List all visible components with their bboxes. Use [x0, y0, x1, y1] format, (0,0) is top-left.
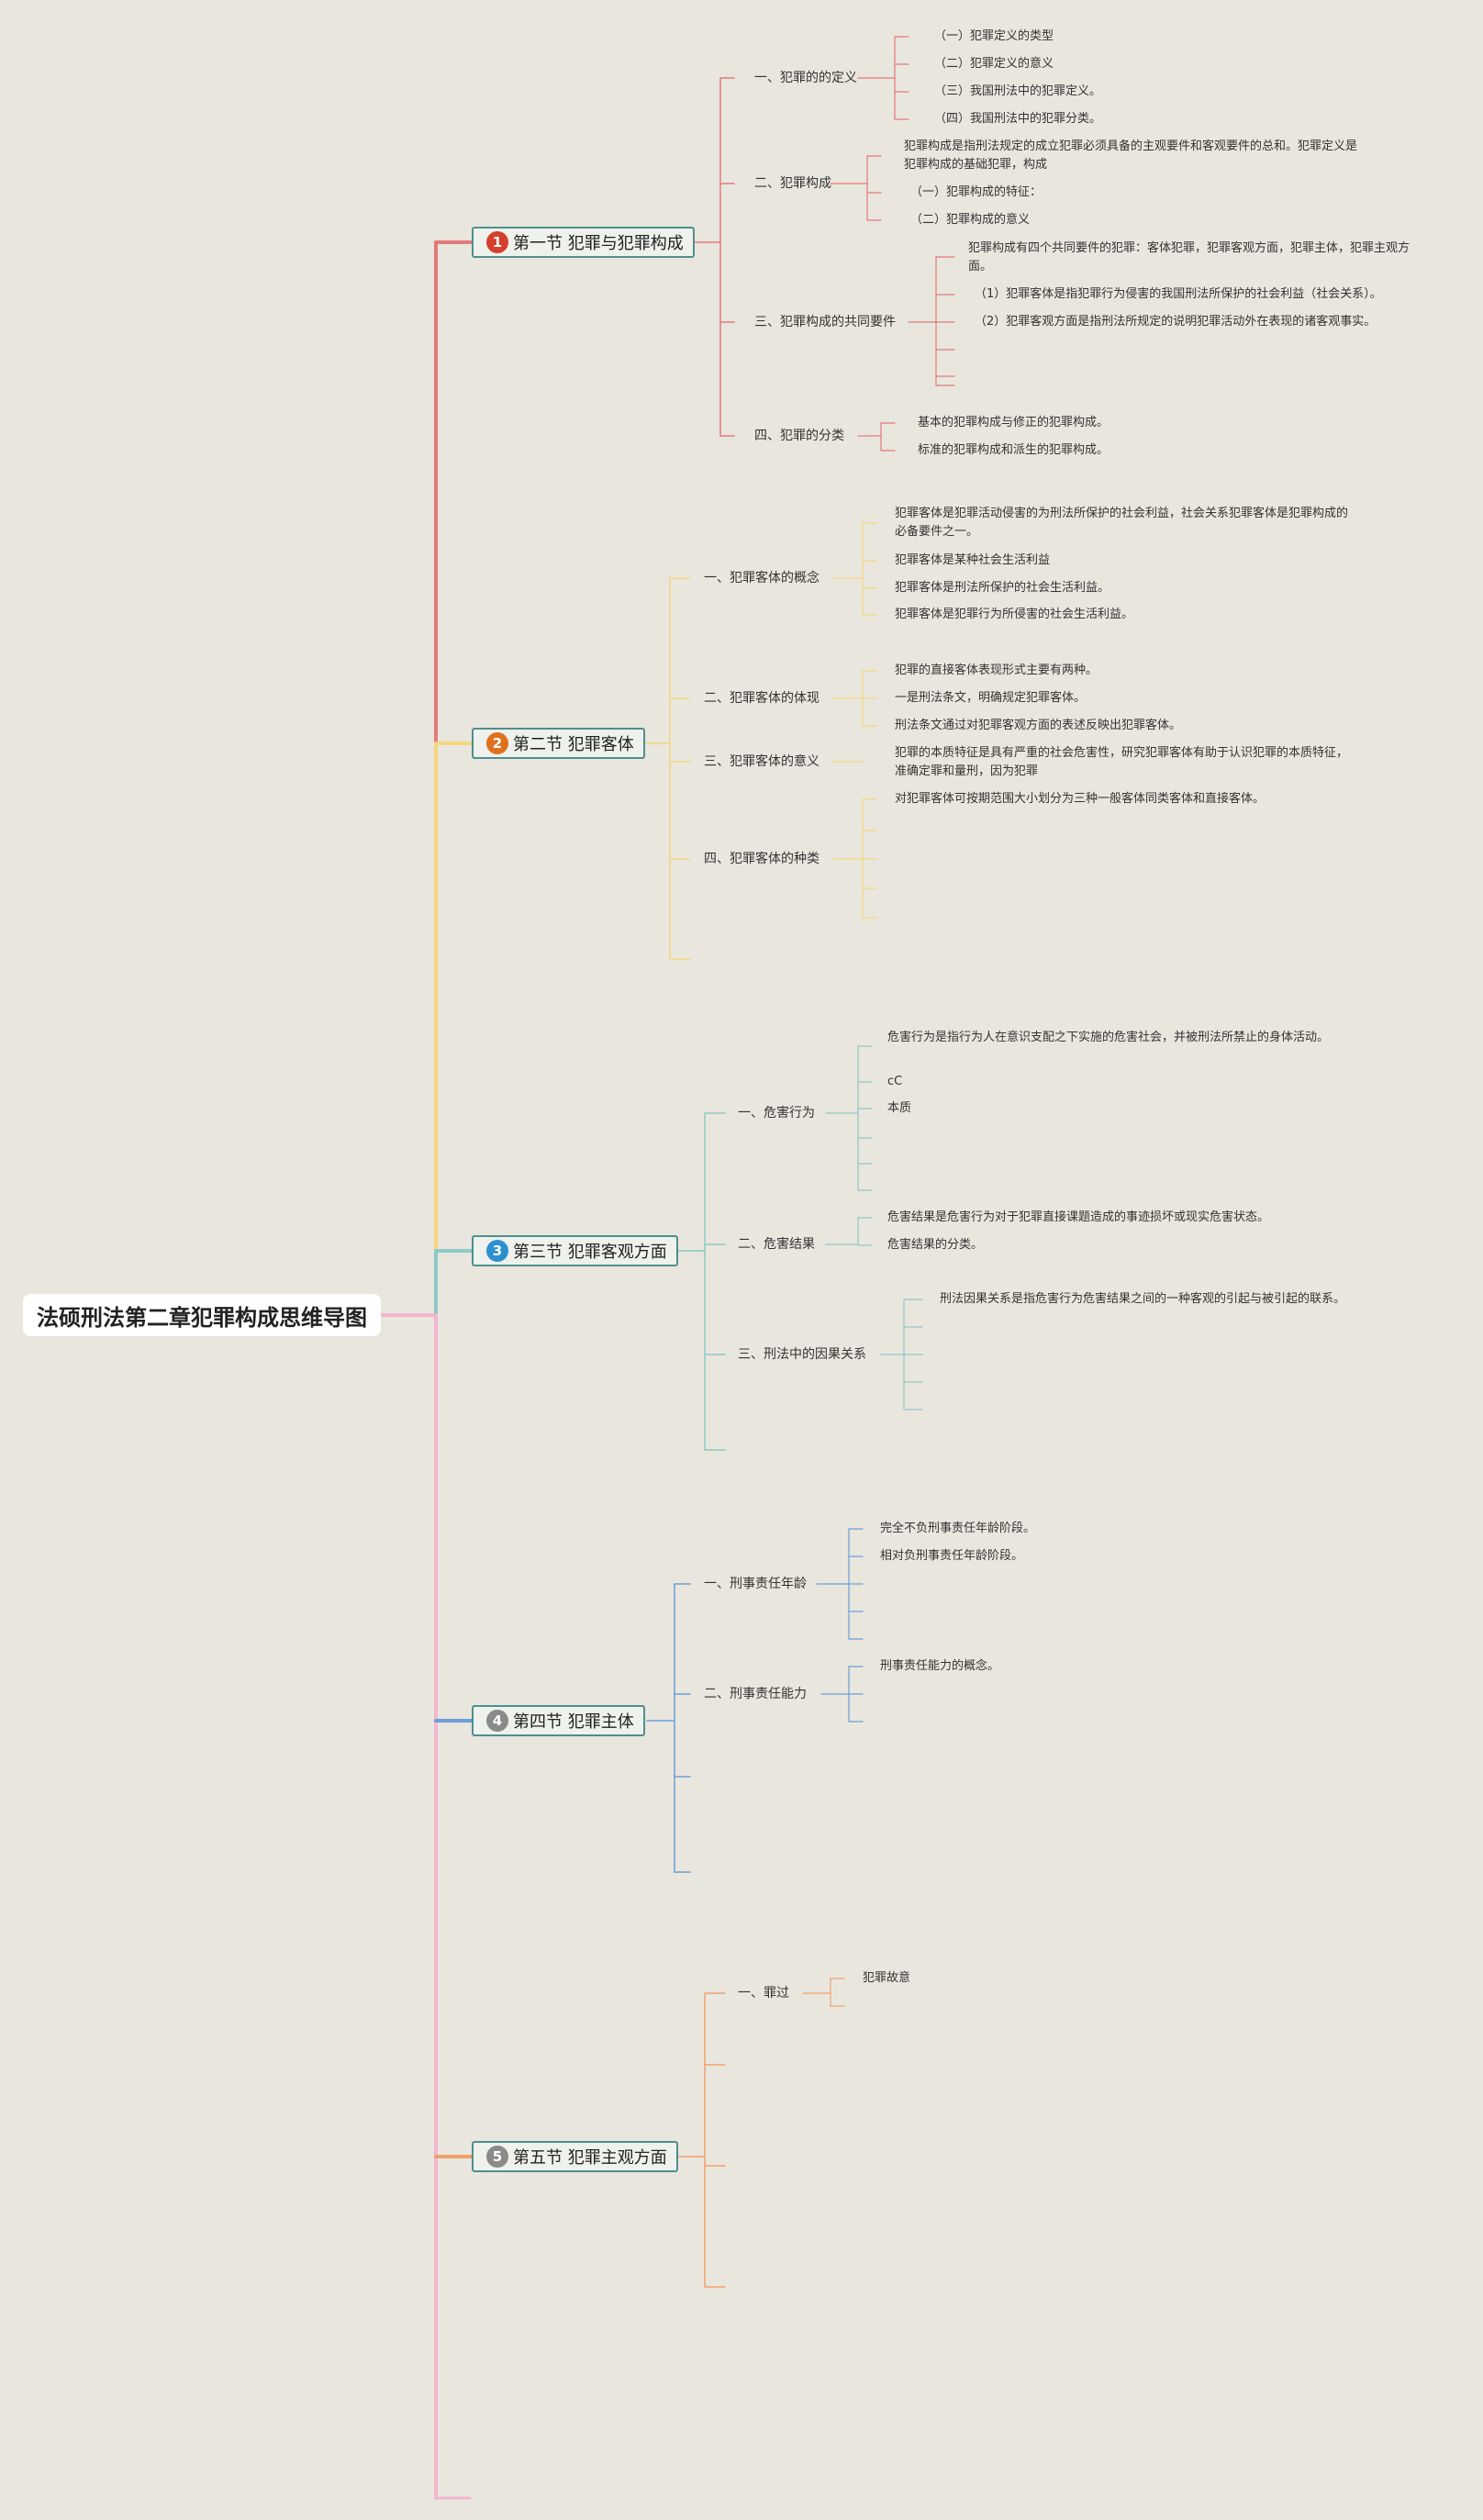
sub-1-4[interactable]: 四、犯罪的分类 — [754, 429, 844, 443]
leaf-1-1-3: （三）我国刑法中的犯罪定义。 — [934, 84, 1102, 98]
leaf-3-1-3: 本质 — [887, 1101, 912, 1115]
sub-3-2[interactable]: 二、危害结果 — [738, 1237, 815, 1252]
leaf-1-2-3: （二）犯罪构成的意义 — [910, 213, 1031, 227]
leaf-1-3-3: （2）犯罪客观方面是指刑法所规定的说明犯罪活动外在表现的诸客观事实。 — [975, 315, 1377, 329]
sub-2-3[interactable]: 三、犯罪客体的意义 — [704, 754, 820, 769]
section-3-title: 第三节 犯罪客观方面 — [513, 1243, 667, 1262]
leaf-3-2-2: 危害结果的分类。 — [887, 1238, 984, 1252]
leaf-2-1-2: 犯罪客体是某种社会生活利益 — [895, 553, 1051, 567]
section-4-node[interactable]: 4 第四节 犯罪主体 — [472, 1705, 645, 1736]
sub-2-4[interactable]: 四、犯罪客体的种类 — [704, 852, 820, 866]
badge-5: 5 — [486, 2146, 508, 2168]
leaf-3-1-1: 危害行为是指行为人在意识支配之下实施的危害社会，并被刑法所禁止的身体活动。 — [887, 1031, 1330, 1044]
section-3-node[interactable]: 3 第三节 犯罪客观方面 — [472, 1235, 678, 1266]
leaf-3-1-2: cC — [887, 1075, 903, 1088]
root-title: 法硕刑法第二章犯罪构成思维导图 — [23, 1294, 381, 1336]
leaf-1-3-1: 犯罪构成有四个共同要件的犯罪：客体犯罪，犯罪客观方面，犯罪主体，犯罪主观方面。 — [968, 241, 1411, 273]
badge-3: 3 — [486, 1240, 508, 1262]
leaf-2-3-1: 犯罪的本质特征是具有严重的社会危害性，研究犯罪客体有助于认识犯罪的本质特征，准确… — [895, 746, 1349, 778]
sub-1-1[interactable]: 一、犯罪的的定义 — [754, 71, 857, 85]
leaf-5-1-1: 犯罪故意 — [863, 1971, 911, 1985]
leaf-2-4-1: 对犯罪客体可按期范围大小划分为三种一般客体同类客体和直接客体。 — [895, 792, 1266, 806]
sub-5-1[interactable]: 一、罪过 — [738, 1986, 789, 2001]
section-2-title: 第二节 犯罪客体 — [513, 735, 634, 754]
leaf-2-2-1: 犯罪的直接客体表现形式主要有两种。 — [895, 663, 1098, 677]
sub-4-2[interactable]: 二、刑事责任能力 — [704, 1687, 807, 1701]
badge-2: 2 — [486, 732, 508, 754]
leaf-1-1-4: （四）我国刑法中的犯罪分类。 — [934, 112, 1102, 126]
leaf-1-3-2: （1）犯罪客体是指犯罪行为侵害的我国刑法所保护的社会利益（社会关系）。 — [975, 287, 1382, 301]
section-5-title: 第五节 犯罪主观方面 — [513, 2148, 667, 2168]
leaf-3-2-1: 危害结果是危害行为对于犯罪直接课题造成的事迹损坏或现实危害状态。 — [887, 1210, 1270, 1224]
sub-4-1[interactable]: 一、刑事责任年龄 — [704, 1577, 807, 1591]
leaf-2-1-4: 犯罪客体是犯罪行为所侵害的社会生活利益。 — [895, 608, 1134, 621]
leaf-2-2-2: 一是刑法条文，明确规定犯罪客体。 — [895, 691, 1087, 705]
leaf-1-1-1: （一）犯罪定义的类型 — [934, 29, 1054, 43]
leaf-4-1-2: 相对负刑事责任年龄阶段。 — [880, 1549, 1024, 1563]
leaf-4-1-1: 完全不负刑事责任年龄阶段。 — [880, 1522, 1036, 1535]
sub-2-2[interactable]: 二、犯罪客体的体现 — [704, 691, 820, 706]
leaf-1-1-2: （二）犯罪定义的意义 — [934, 57, 1054, 71]
leaf-3-3-1: 刑法因果关系是指危害行为危害结果之间的一种客观的引起与被引起的联系。 — [940, 1292, 1346, 1306]
section-1-title: 第一节 犯罪与犯罪构成 — [513, 234, 684, 253]
section-5-node[interactable]: 5 第五节 犯罪主观方面 — [472, 2141, 678, 2172]
sub-1-3[interactable]: 三、犯罪构成的共同要件 — [754, 315, 896, 329]
section-2-node[interactable]: 2 第二节 犯罪客体 — [472, 728, 645, 759]
badge-1: 1 — [486, 231, 508, 253]
leaf-1-4-2: 标准的犯罪构成和派生的犯罪构成。 — [918, 443, 1109, 457]
leaf-2-1-3: 犯罪客体是刑法所保护的社会生活利益。 — [895, 581, 1110, 595]
badge-4: 4 — [486, 1710, 508, 1732]
leaf-1-2-1: 犯罪构成是指刑法规定的成立犯罪必须具备的主观要件和客观要件的总和。犯罪定义是犯罪… — [904, 139, 1358, 172]
section-1-node[interactable]: 1 第一节 犯罪与犯罪构成 — [472, 227, 695, 258]
sub-3-1[interactable]: 一、危害行为 — [738, 1106, 815, 1121]
sub-3-3[interactable]: 三、刑法中的因果关系 — [738, 1347, 866, 1362]
leaf-1-4-1: 基本的犯罪构成与修正的犯罪构成。 — [918, 416, 1109, 429]
leaf-2-1-1: 犯罪客体是犯罪活动侵害的为刑法所保护的社会利益，社会关系犯罪客体是犯罪构成的必备… — [895, 507, 1349, 539]
leaf-4-2-1: 刑事责任能力的概念。 — [880, 1659, 1000, 1673]
leaf-2-2-3: 刑法条文通过对犯罪客观方面的表述反映出犯罪客体。 — [895, 719, 1182, 732]
sub-1-2[interactable]: 二、犯罪构成 — [754, 176, 831, 191]
leaf-1-2-2: （一）犯罪构成的特征： — [910, 185, 1043, 199]
section-4-title: 第四节 犯罪主体 — [513, 1712, 634, 1732]
sub-2-1[interactable]: 一、犯罪客体的概念 — [704, 571, 820, 585]
